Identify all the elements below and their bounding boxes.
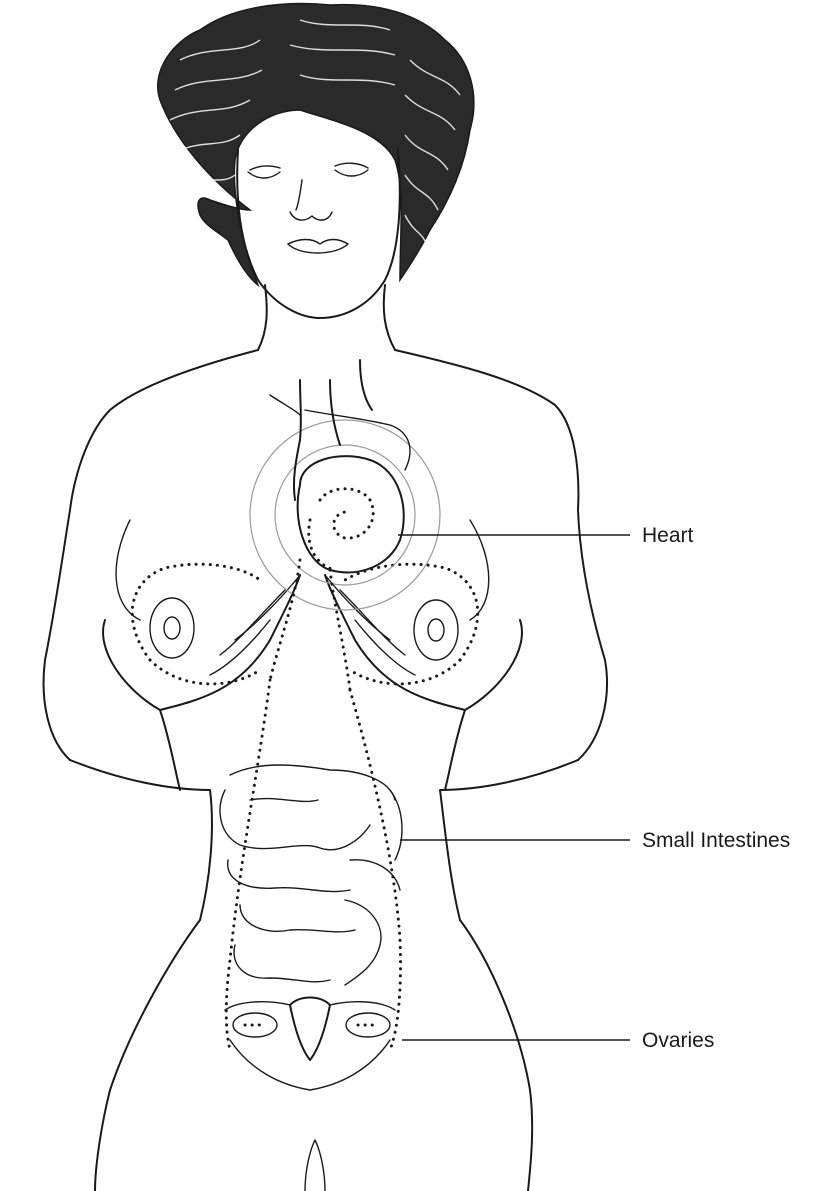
body-outline [44,285,607,1191]
label-ovaries: Ovaries [642,1029,714,1052]
label-small-intestines: Small Intestines [642,829,790,852]
breasts [116,520,489,684]
hands [103,575,522,790]
face [237,150,400,318]
ovaries-drawing [225,998,395,1091]
heart-drawing [250,360,440,690]
hair [158,4,474,285]
label-heart: Heart [642,524,694,547]
small-intestines-drawing [220,680,402,1050]
